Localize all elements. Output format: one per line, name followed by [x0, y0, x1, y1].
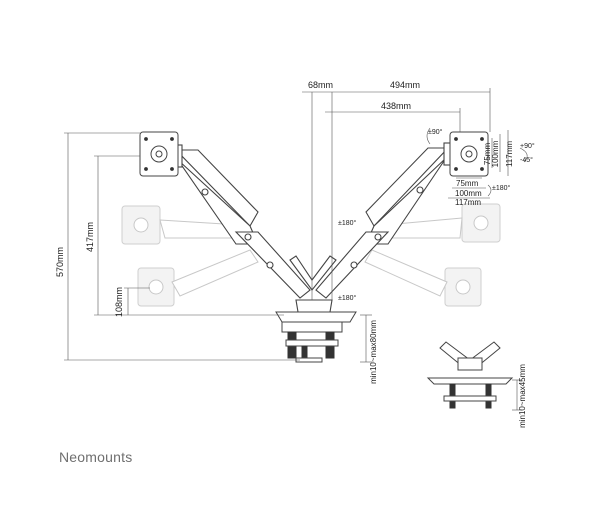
- vesa-plate-left: [139, 131, 179, 177]
- dim-height-total: 570mm: [55, 247, 65, 277]
- vesa-plate-right: [449, 131, 489, 177]
- dim-clamp-range: min10~max80mm: [369, 320, 378, 384]
- dim-vesa-b-horizontal: 100mm: [455, 189, 482, 198]
- dimension-lines: [64, 88, 528, 411]
- dim-vesa-a-vertical: 75mm: [483, 143, 492, 166]
- grommet-base: [426, 341, 514, 409]
- rotation-swivel-right: ±180°: [492, 184, 511, 192]
- dim-vesa-c-horizontal: 117mm: [455, 198, 481, 207]
- dim-height-low: 108mm: [114, 287, 124, 317]
- dim-vesa-a-horizontal: 75mm: [456, 179, 479, 188]
- brand-logo-text: Neomounts: [59, 449, 133, 465]
- left-arm: [167, 144, 311, 299]
- dim-pole-width: 68mm: [308, 80, 333, 90]
- dim-reach-min: 438mm: [381, 101, 411, 111]
- desk-clamp: [275, 311, 357, 363]
- ghost-arm-left: [121, 205, 259, 307]
- rotation-swivel-top: ±90°: [428, 128, 443, 136]
- rotation-arm-base: ±180°: [338, 294, 357, 302]
- rotation-tilt-up: +90°: [520, 142, 535, 150]
- rotation-arm-upper: ±180°: [338, 219, 357, 227]
- dim-grommet-range: min10~max45mm: [518, 364, 527, 428]
- dim-height-mid: 417mm: [85, 222, 95, 252]
- dim-vesa-b-vertical: 100mm: [491, 140, 500, 167]
- right-arm: [315, 142, 459, 299]
- dim-vesa-c-vertical: 117mm: [505, 141, 514, 167]
- rotation-tilt-down: -45°: [520, 156, 533, 164]
- dim-reach-max: 494mm: [390, 80, 420, 90]
